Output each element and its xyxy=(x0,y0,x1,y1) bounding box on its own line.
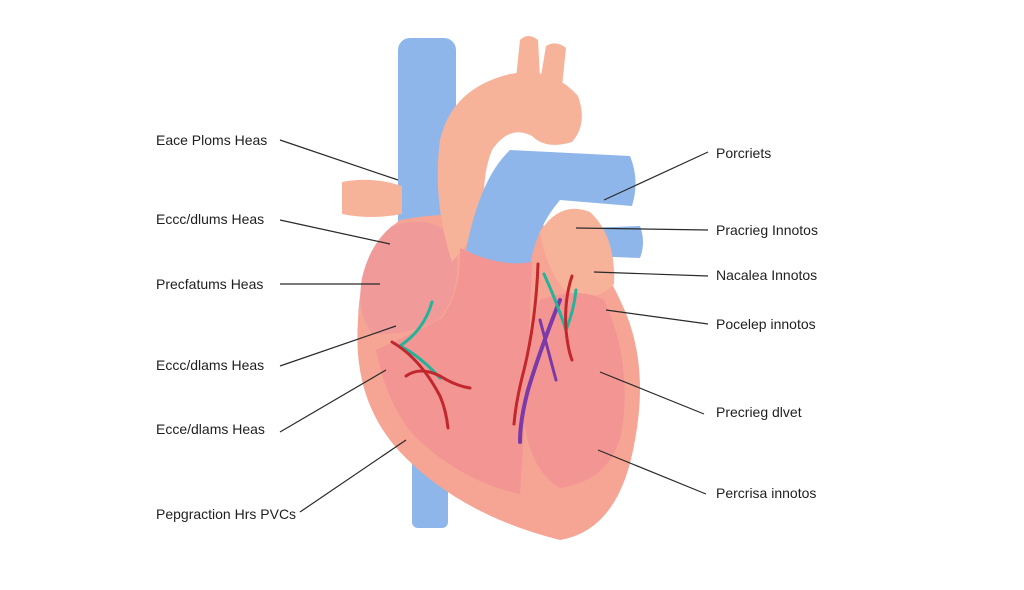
aortic-branch-2 xyxy=(540,43,566,86)
label-left-4: Eccc/dlams Heas xyxy=(156,357,265,373)
leader-line-right-3 xyxy=(593,271,709,277)
leader-line-right-4 xyxy=(605,309,709,325)
label-left-1: Eace Ploms Heas xyxy=(156,132,268,148)
label-right-4: Pocelep innotos xyxy=(716,316,816,332)
leader-line-left-5 xyxy=(279,369,387,433)
leader-line-right-6 xyxy=(597,449,707,495)
aortic-arch xyxy=(437,72,582,262)
vessel-red-a xyxy=(390,340,450,430)
vessel-red-d xyxy=(564,274,574,362)
left-leader-lines xyxy=(279,139,407,513)
label-left-5: Ecce/dlams Heas xyxy=(156,421,265,437)
right-leader-lines xyxy=(575,151,709,495)
label-right-3: Nacalea Innotos xyxy=(716,267,818,283)
vessel-purple-a xyxy=(518,298,562,444)
leader-line-right-5 xyxy=(599,371,705,415)
label-right-1: Porcriets xyxy=(716,145,772,161)
aortic-branch-1 xyxy=(516,36,540,78)
leader-line-left-6 xyxy=(299,439,407,513)
vessel-red-b xyxy=(404,369,472,390)
leader-line-right-2 xyxy=(575,227,709,231)
label-right-6: Percrisa innotos xyxy=(716,485,817,501)
leader-line-left-1 xyxy=(279,139,399,181)
right-atrium xyxy=(360,221,458,335)
leader-line-left-4 xyxy=(279,325,397,367)
vessel-purple-b xyxy=(538,318,558,382)
pulmonary-trunk xyxy=(466,150,636,268)
right-ventricle xyxy=(376,248,532,494)
right-pulmonary-vessel xyxy=(342,179,402,217)
label-left-6: Pepgraction Hrs PVCs xyxy=(156,506,297,522)
vessel-red-c xyxy=(512,262,540,426)
left-ventricle xyxy=(523,293,625,488)
label-left-2: Eccc/dlums Heas xyxy=(156,211,265,227)
left-atrium xyxy=(540,208,615,297)
label-left-3: Precfatums Heas xyxy=(156,276,264,292)
leader-line-right-1 xyxy=(603,151,709,201)
label-right-2: Pracrieg Innotos xyxy=(716,222,818,238)
label-right-5: Precrieg dlvet xyxy=(716,404,802,420)
leader-line-left-2 xyxy=(279,219,391,245)
